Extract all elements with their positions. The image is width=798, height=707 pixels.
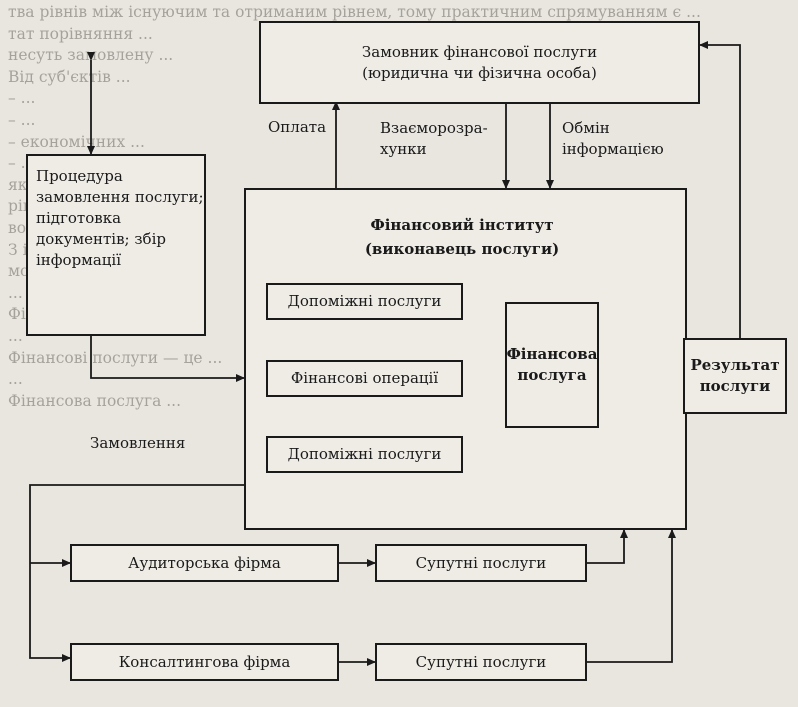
aux-services-1-box: Допоміжні послуги (266, 283, 463, 320)
label-order: Замовлення (88, 434, 188, 453)
arrow-procedure-institute (87, 328, 245, 382)
arrow-result-client (699, 41, 741, 338)
label-payment: Оплата (266, 118, 329, 137)
related-services-1-box: Супутні послуги (375, 544, 587, 582)
fin-service-box: Фінансова послуга (505, 302, 599, 428)
audit-firm-box: Аудиторська фірма (70, 544, 339, 582)
aux-services-2-box: Допоміжні послуги (266, 436, 463, 473)
institute-title: Фінансовий інститут (виконавець послуги) (310, 213, 614, 261)
result-box: Результат послуги (683, 338, 787, 414)
fin-operations-box: Фінансові операції (266, 360, 463, 397)
label-info-exchange: Обмін інформацією (560, 118, 666, 160)
consulting-firm-box: Консалтингова фірма (70, 643, 339, 681)
arrow-related2-institute (587, 529, 676, 663)
label-settlements: Взаєморозра- хунки (378, 118, 490, 160)
arrow-related1-institute (587, 529, 628, 564)
related-services-2-box: Супутні послуги (375, 643, 587, 681)
client-box: Замовник фінансової послуги (юридична чи… (259, 21, 700, 104)
arrow-order (29, 484, 244, 662)
procedure-box: Процедура замовлення послуги; підготовка… (26, 154, 206, 336)
